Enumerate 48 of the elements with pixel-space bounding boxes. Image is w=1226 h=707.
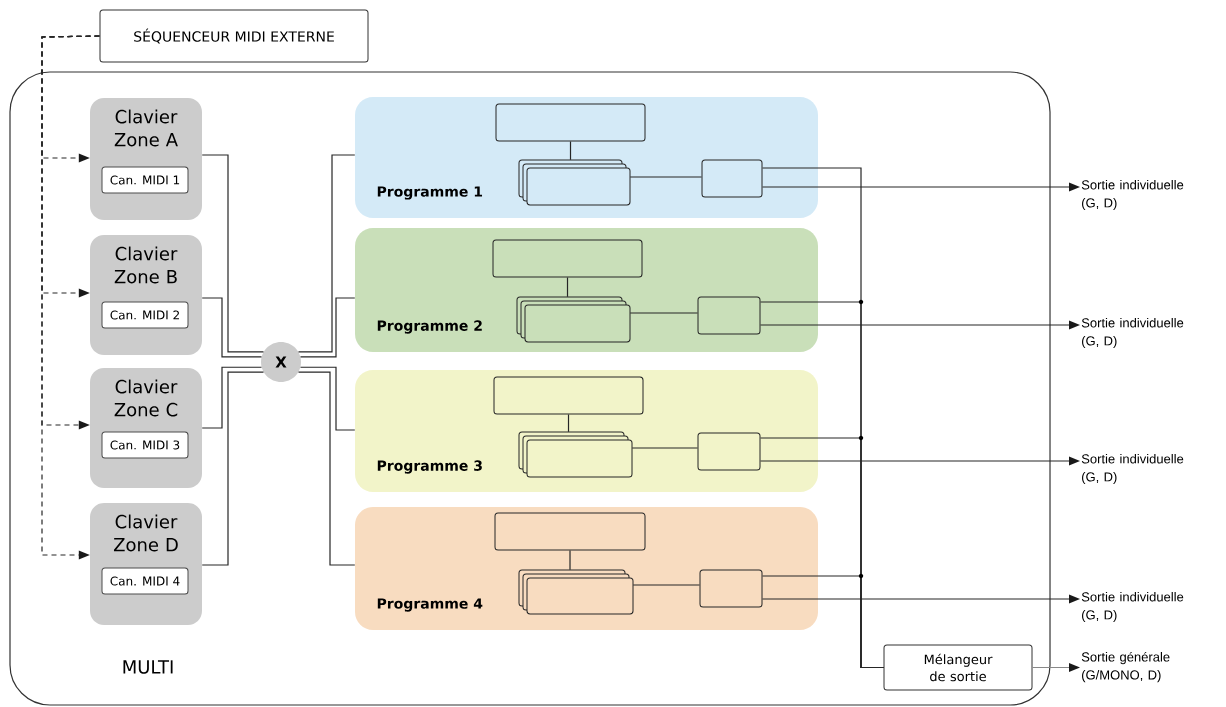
container-title: MULTI — [123, 660, 173, 674]
connector-line — [629, 312, 699, 314]
arrow — [759, 320, 1080, 330]
output-label: Sortie individuelle (G, D) — [1081, 453, 1184, 485]
connector-line — [297, 371, 356, 566]
connector-line — [201, 154, 265, 353]
block-box — [494, 512, 646, 551]
connector-line — [201, 297, 263, 358]
channel-box: Can. MIDI 4 — [101, 567, 189, 595]
output-box — [697, 432, 761, 471]
arrow — [761, 182, 1080, 192]
output-label: Sortie individuelle (G, D) — [1081, 591, 1184, 623]
device-box: SÉQUENCEUR MIDI EXTERNE — [99, 9, 369, 63]
connector-line — [201, 371, 265, 566]
connector-line — [299, 366, 356, 431]
connector-line — [629, 176, 703, 178]
output-label: Sortie individuelle (G, D) — [1081, 317, 1184, 349]
output-label: Sortie individuelle (G, D) — [1081, 179, 1184, 211]
connector-line — [567, 413, 570, 433]
connector-line — [569, 549, 571, 571]
block-box — [495, 103, 646, 142]
output-box — [701, 159, 763, 198]
connector-line — [569, 140, 572, 161]
block-box — [493, 376, 644, 415]
stacked-boxes — [518, 159, 631, 206]
connector-line — [297, 154, 356, 353]
arrow — [761, 594, 1080, 604]
connector-line — [299, 297, 356, 358]
connector-line — [201, 366, 263, 429]
dashed-arrow — [41, 35, 101, 560]
channel-box: Can. MIDI 3 — [101, 431, 189, 459]
stacked-boxes — [518, 431, 633, 478]
stacked-boxes — [518, 569, 634, 615]
output-box — [697, 296, 761, 335]
connector-line — [631, 447, 699, 449]
output-box — [699, 569, 763, 608]
connector-line — [632, 584, 701, 586]
connector-line — [761, 573, 885, 669]
container-frame — [9, 71, 1051, 706]
connector-line — [566, 276, 569, 298]
stacked-boxes — [516, 296, 631, 343]
output-label: Sortie générale (G/MONO, D) — [1081, 651, 1170, 683]
arrow — [1031, 663, 1080, 672]
channel-box: Can. MIDI 2 — [101, 301, 189, 329]
block-box — [492, 239, 643, 278]
arrow — [759, 456, 1080, 466]
channel-box: Can. MIDI 1 — [101, 166, 189, 194]
mixer-box: Mélangeur de sortie — [883, 644, 1033, 691]
